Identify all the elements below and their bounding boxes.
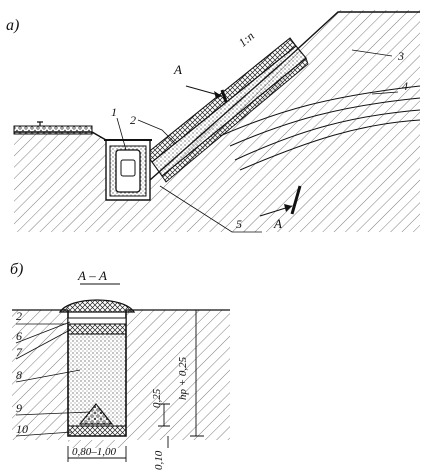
section-tick-bottom <box>290 185 302 215</box>
mound-cover <box>58 299 136 313</box>
soil-layer-line-4 <box>239 119 421 171</box>
section-arrow-top-head <box>214 91 222 99</box>
callout-b-2: 2 <box>16 309 22 323</box>
callout-leader-4 <box>371 91 399 95</box>
callout-b-7: 7 <box>16 345 23 359</box>
callout-b-6: 6 <box>16 329 22 343</box>
callout-b-9: 9 <box>16 401 22 415</box>
callout-b-8: 8 <box>16 368 22 382</box>
road-surface <box>13 125 93 135</box>
slope-bedding-layer <box>161 57 309 183</box>
collector-pipe-opening <box>120 159 136 177</box>
figure-b: б) А – А 2 6 7 8 9 10 hр + 0,25 <box>10 261 230 470</box>
dim-width-label: 0,80–1,00 <box>72 446 117 458</box>
layer-6 <box>67 317 127 325</box>
figure-a: а) А А 1:n <box>6 10 421 233</box>
callout-a-3: 3 <box>397 49 404 63</box>
callout-a-5: 5 <box>236 217 242 231</box>
panel-label-a: а) <box>6 17 19 34</box>
callout-leader-b6 <box>15 321 71 344</box>
callout-leader-b7 <box>15 329 71 360</box>
callout-a-2: 2 <box>130 113 136 127</box>
soil-layer-line-3 <box>234 109 421 161</box>
soil-layer-line-2 <box>229 97 421 147</box>
road-marker <box>37 121 43 126</box>
section-tick-top <box>220 89 228 103</box>
soil-layer-line-1 <box>219 85 421 137</box>
callout-leader-3 <box>351 49 393 57</box>
ground-right-b <box>126 310 230 440</box>
slope-ratio-label: 1:n <box>236 29 257 50</box>
ground-left-b <box>12 310 68 440</box>
dim-height-label: hр + 0,25 <box>177 356 189 400</box>
callout-leader-b8 <box>15 369 81 383</box>
ground-bottom-b <box>68 440 126 448</box>
callout-a-4: 4 <box>402 79 408 93</box>
dim-height-ticks <box>190 309 204 437</box>
panel-label-b: б) <box>10 261 23 278</box>
dim-width-ticks <box>67 446 127 462</box>
section-marker-bottom: А <box>273 216 282 231</box>
dim-cover-ticks <box>158 403 170 427</box>
section-marker-top: А <box>173 62 182 77</box>
callout-leader-b9 <box>15 411 91 416</box>
callout-leader-b10 <box>15 431 73 437</box>
callout-leader-1 <box>116 117 127 151</box>
dim-cover-label: 0,25 <box>151 388 163 408</box>
callout-a-1: 1 <box>111 105 117 119</box>
callout-leader-2 <box>137 119 177 145</box>
callout-leader-5 <box>159 185 262 233</box>
layer-10-base <box>67 425 127 437</box>
layer-7 <box>67 323 127 335</box>
dim-base-label: 0,10 <box>153 450 165 470</box>
section-arrow-bottom-head <box>284 204 292 212</box>
section-title: А – А <box>77 268 107 283</box>
layer-9-gravel-prism <box>78 403 114 425</box>
callout-b-10: 10 <box>16 422 28 436</box>
